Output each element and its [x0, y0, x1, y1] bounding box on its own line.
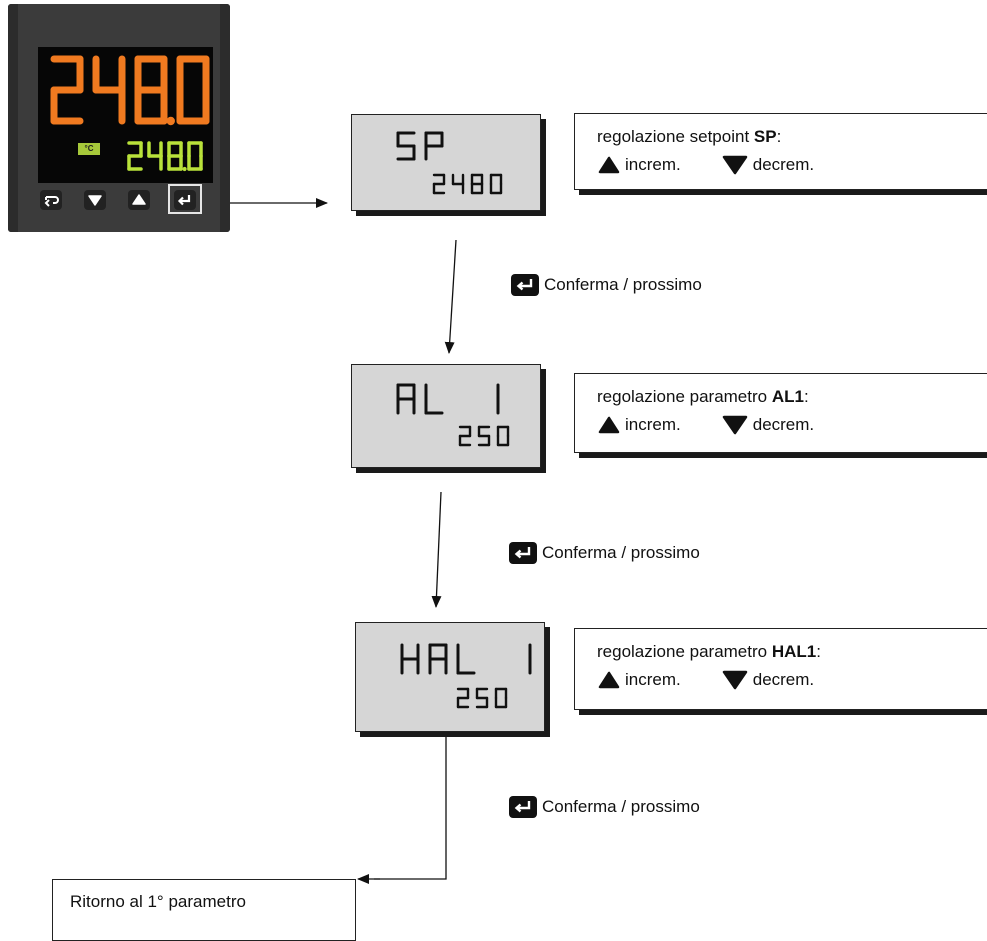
lcd-digits-al1 — [352, 365, 542, 469]
arrow-down-icon — [721, 154, 749, 176]
arrow-al1-to-hal1 — [436, 492, 441, 607]
lcd-value-digit — [491, 175, 501, 193]
desc-text: regolazione parametro — [597, 642, 772, 661]
lcd-value-digit — [472, 175, 482, 193]
lcd-display-sp — [351, 114, 541, 211]
enter-key-icon — [508, 541, 538, 565]
confirm-label: Conferma / prossimo — [542, 797, 700, 817]
arrow-down-icon — [721, 669, 749, 691]
lcd-digits-sp — [352, 115, 542, 212]
lcd-digits-hal1 — [356, 623, 546, 733]
lcd-display-al1 — [351, 364, 541, 468]
lcd-param-char — [458, 645, 474, 673]
lcd-value-digit — [477, 689, 487, 707]
lcd-param-char — [426, 133, 442, 159]
desc-text: regolazione parametro — [597, 387, 772, 406]
arrow-up-icon — [597, 415, 621, 435]
enter-key-icon — [510, 273, 540, 297]
confirm-label: Conferma / prossimo — [542, 543, 700, 563]
arrow-up-icon — [597, 155, 621, 175]
lcd-value-digit — [498, 427, 508, 445]
lcd-param-char — [402, 645, 418, 673]
desc-box-sp: regolazione setpoint SP: increm. decrem. — [574, 113, 987, 190]
lcd-param-char — [426, 385, 442, 413]
confirm-label: Conferma / prossimo — [544, 275, 702, 295]
param-name: AL1 — [772, 387, 804, 406]
arrow-sp-to-al1 — [449, 240, 456, 353]
increment-label: increm. — [625, 415, 681, 435]
lcd-value-digit — [479, 427, 489, 445]
decrement-label: decrem. — [753, 670, 814, 690]
arrow-hal1-to-return — [374, 733, 446, 879]
return-label: Ritorno al 1° parametro — [70, 892, 246, 912]
lcd-value-digit — [434, 175, 444, 193]
enter-key-icon — [508, 795, 538, 819]
lcd-value-digit — [458, 689, 468, 707]
desc-text: regolazione setpoint — [597, 127, 754, 146]
lcd-param-char — [398, 385, 414, 413]
lcd-value-digit — [496, 689, 506, 707]
param-name: HAL1 — [772, 642, 816, 661]
desc-box-hal1: regolazione parametro HAL1: increm. decr… — [574, 628, 987, 710]
lcd-param-char — [398, 133, 414, 159]
desc-box-al1: regolazione parametro AL1: increm. decre… — [574, 373, 987, 453]
lcd-value-digit — [460, 427, 470, 445]
arrow-down-icon — [721, 414, 749, 436]
param-name: SP — [754, 127, 777, 146]
decrement-label: decrem. — [753, 155, 814, 175]
lcd-value-digit — [453, 175, 463, 193]
confirm-step-1: Conferma / prossimo — [510, 273, 702, 297]
lcd-param-char — [430, 645, 446, 673]
return-first-param-box: Ritorno al 1° parametro — [52, 879, 356, 941]
decrement-label: decrem. — [753, 415, 814, 435]
increment-label: increm. — [625, 670, 681, 690]
confirm-step-2: Conferma / prossimo — [508, 541, 700, 565]
increment-label: increm. — [625, 155, 681, 175]
arrow-up-icon — [597, 670, 621, 690]
lcd-display-hal1 — [355, 622, 545, 732]
confirm-step-3: Conferma / prossimo — [508, 795, 700, 819]
